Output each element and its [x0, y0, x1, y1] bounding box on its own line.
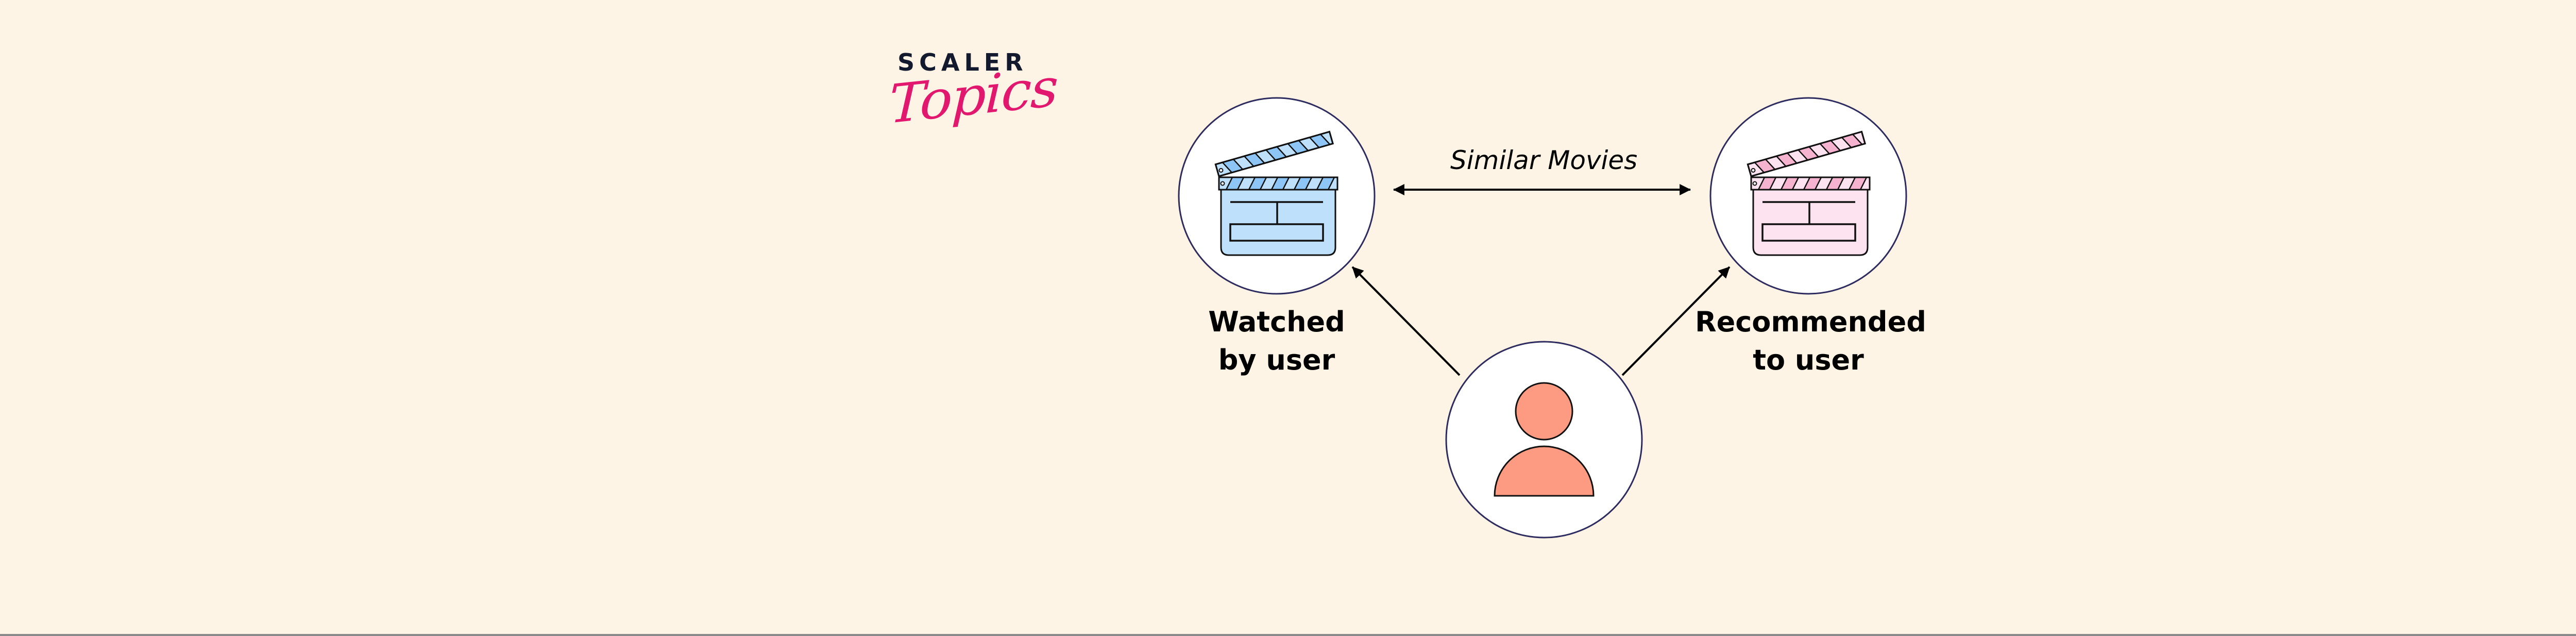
node-watched-label-line2: by user: [1218, 344, 1335, 376]
user-icon: [1494, 382, 1595, 497]
node-user: [1445, 341, 1643, 539]
node-recommended: [1709, 97, 1907, 295]
logo-wordmark-scaler: SCALER: [897, 48, 1028, 76]
node-recommended-label-line2: to user: [1753, 344, 1864, 376]
node-watched: [1178, 97, 1376, 295]
bottom-rule: [0, 634, 2576, 636]
user-to-watched-arrow: [1351, 266, 1461, 376]
node-watched-label: Watched by user: [1199, 303, 1354, 379]
clapperboard-icon: [1747, 130, 1871, 256]
node-recommended-label-line1: Recommended: [1695, 306, 1926, 338]
clapperboard-icon: [1214, 130, 1338, 256]
node-recommended-label: Recommended to user: [1695, 303, 1926, 379]
user-to-recommended-arrow: [1621, 266, 1731, 376]
similar-movies-label: Similar Movies: [1450, 145, 1638, 175]
scaler-topics-logo: SCALER Topics: [888, 46, 1059, 160]
user-icon-body: [1494, 445, 1595, 497]
node-watched-label-line1: Watched: [1208, 306, 1345, 338]
user-icon-head: [1515, 382, 1573, 441]
